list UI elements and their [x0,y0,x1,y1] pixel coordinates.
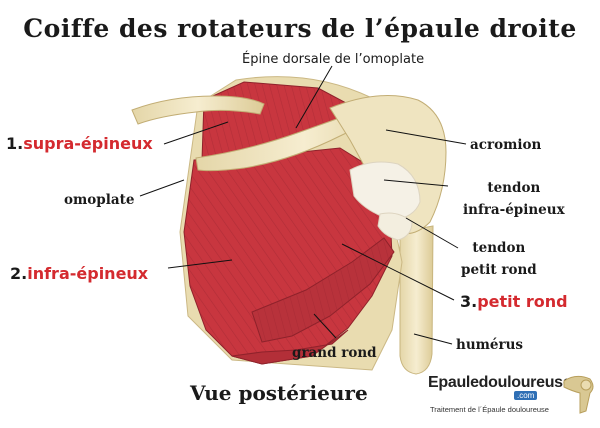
label-teres-minor: 3.petit rond [460,292,568,311]
label-infraspinatus-text: infra-épineux [27,264,149,283]
label-teres-major: grand rond [292,345,377,361]
label-teres-minor-tendon-line2: petit rond [461,262,537,278]
teres-major-muscle [231,329,349,365]
label-teres-minor-tendon: tendon petit rond [461,237,537,281]
leader-line-tendon-petit [405,217,459,249]
shoulder-logo-icon [563,375,594,414]
humerus-bone [399,225,434,375]
label-supraspinatus: 1.supra-épineux [6,134,153,153]
diagram-title: Coiffe des rotateurs de l’épaule droite [23,14,577,43]
label-supraspinatus-text: supra-épineux [23,134,153,153]
leader-line-tendon-infra [383,179,449,187]
leader-line-grand-rond [313,313,337,339]
leader-line-spine [295,65,333,129]
label-teres-minor-tendon-line1: tendon [472,240,526,256]
label-teres-minor-text: petit rond [477,292,568,311]
leader-line-petit-rond [341,243,455,301]
label-spine-of-scapula: Épine dorsale de l’omoplate [242,52,425,67]
label-supraspinatus-number: 1. [6,134,24,153]
label-scapula: omoplate [64,192,135,208]
leader-line-supra [163,121,229,145]
label-infraspinatus-number: 2. [10,264,28,283]
leader-line-omoplate [139,179,185,197]
watermark-tagline: Traitement de l´Épaule douloureuse [430,405,549,414]
leader-line-humerus [413,333,453,345]
clavicle-bone [131,95,265,125]
label-humerus: humérus [456,337,524,353]
teres-minor-tendon [377,212,413,241]
leader-line-acromion [385,129,467,145]
infraspinatus-tendon [349,161,421,221]
label-infraspinatus-tendon: tendon infra-épineux [463,177,565,221]
watermark-logo: Epauledouloureuse .com Traitement de l´É… [414,371,600,428]
label-teres-minor-number: 3. [460,292,478,311]
label-acromion: acromion [470,137,542,153]
watermark-site-name: Epauledouloureuse [428,374,572,391]
leader-line-infra [167,259,233,269]
watermark-site-suffix: .com [514,391,538,400]
label-infraspinatus: 2.infra-épineux [10,264,148,283]
label-infraspinatus-tendon-line1: tendon [487,180,541,196]
view-caption: Vue postérieure [190,381,368,405]
label-infraspinatus-tendon-line2: infra-épineux [463,202,565,218]
